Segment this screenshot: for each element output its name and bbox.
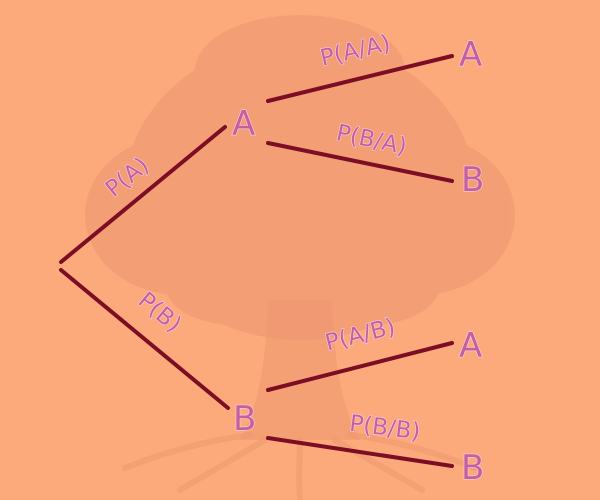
tree-icon [85, 15, 515, 500]
branch-root-to-a [59, 125, 227, 264]
leaf-a-from-b: A [459, 326, 482, 366]
tree-roots [122, 432, 478, 500]
branch-b-to-a [266, 341, 454, 392]
branches [59, 54, 454, 468]
tree-trunk [240, 300, 360, 440]
label-p-b-given-b: P(B/B) [348, 411, 422, 445]
tree-foliage [85, 15, 515, 340]
branch-a-to-a [266, 54, 454, 103]
node-a: A [232, 104, 255, 144]
node-labels: A B A B A B [231, 34, 485, 488]
leaf-b-from-a: B [461, 160, 484, 200]
node-b: B [233, 399, 256, 439]
branch-b-to-b [266, 436, 454, 468]
leaf-b-from-b: B [461, 448, 484, 488]
branch-a-to-b [266, 141, 454, 183]
branch-root-to-b [59, 268, 230, 410]
leaf-a-from-a: A [459, 35, 482, 75]
